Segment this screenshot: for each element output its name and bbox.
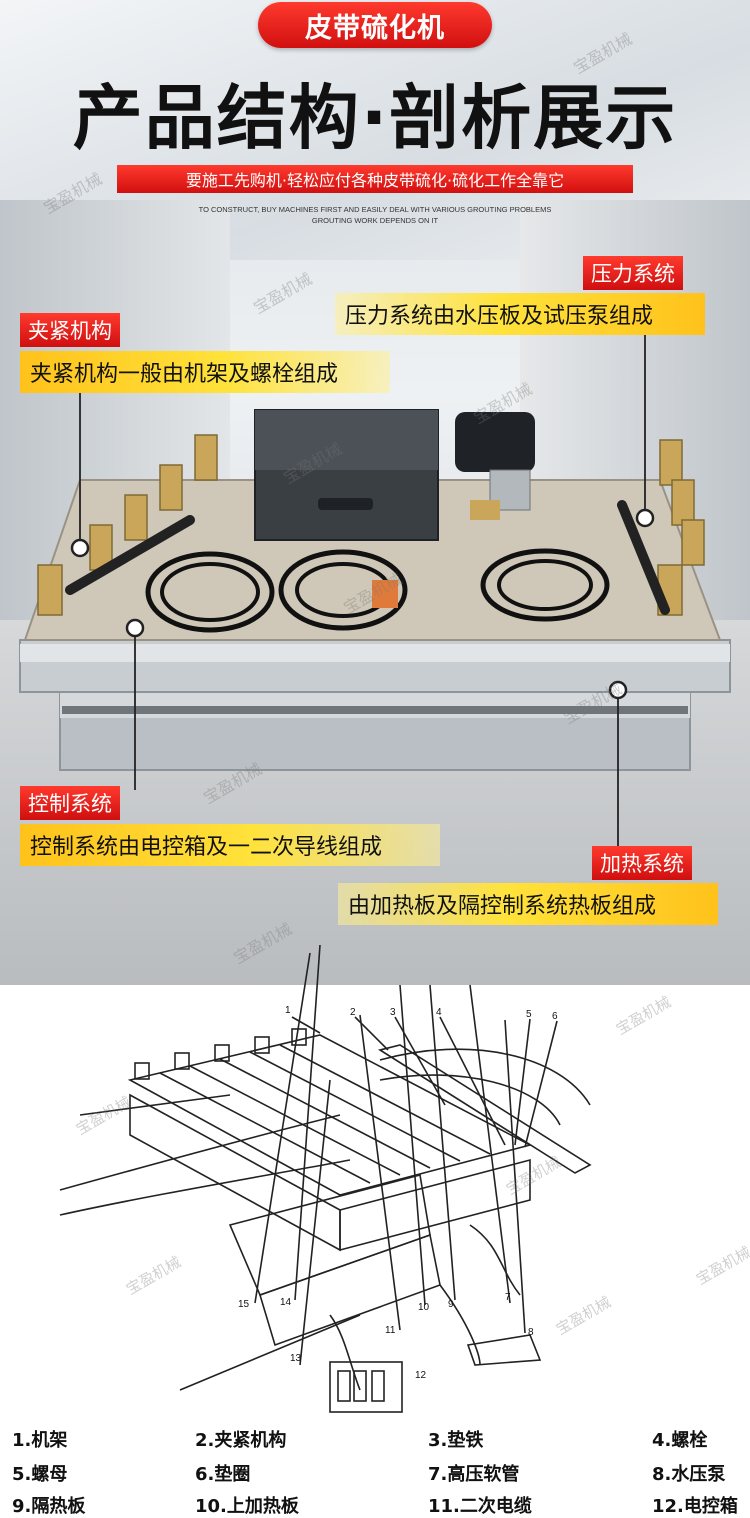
- clamp-mechanism-desc: 夹紧机构一般由机架及螺栓组成: [20, 351, 390, 393]
- vulcanizer-machine-illustration: [19, 332, 731, 850]
- watermark: 宝盈机械: [503, 1153, 564, 1199]
- legend-item: 9.隔热板: [12, 1496, 86, 1517]
- diagram-number-1: 1: [285, 1005, 291, 1016]
- watermark: 宝盈机械: [693, 1243, 750, 1289]
- diagram-number-15: 15: [238, 1299, 250, 1310]
- diagram-number-13: 13: [290, 1353, 302, 1364]
- legend-item: 10.上加热板: [195, 1496, 299, 1517]
- diagram-number-4: 4: [436, 1007, 442, 1018]
- diagram-number-2: 2: [350, 1007, 356, 1018]
- diagram-number-11: 11: [385, 1325, 396, 1336]
- legend-item: 5.螺母: [12, 1464, 68, 1485]
- watermark: 宝盈机械: [73, 1093, 134, 1139]
- page-title: 产品结构·剖析展示: [72, 77, 678, 159]
- watermark: 宝盈机械: [553, 1293, 614, 1339]
- diagram-number-5: 5: [526, 1009, 532, 1020]
- legend-item: 6.垫圈: [195, 1464, 251, 1485]
- parts-legend: 1.机架 2.夹紧机构 3.垫铁 4.螺栓 5.螺母 6.垫圈 7.高压软管 8…: [0, 1418, 750, 1517]
- right-bolt-group: [657, 439, 705, 616]
- heating-system-tag: 加热系统: [592, 846, 692, 880]
- diagram-number-7: 7: [505, 1292, 511, 1303]
- hero-section: 皮带硫化机 产品结构·剖析展示 要施工先购机·轻松应付各种皮带硫化·硫化工作全靠…: [0, 0, 750, 985]
- legend-item: 3.垫铁: [428, 1430, 484, 1451]
- diagram-number-3: 3: [390, 1007, 396, 1018]
- product-name-pill: 皮带硫化机: [258, 2, 492, 48]
- left-bolt-group: [37, 434, 218, 616]
- watermark: 宝盈机械: [613, 993, 674, 1039]
- legend-item: 12.电控箱: [652, 1496, 738, 1517]
- subtitle-banner: 要施工先购机·轻松应付各种皮带硫化·硫化工作全靠它: [117, 165, 633, 193]
- pressure-system-tag: 压力系统: [583, 256, 683, 290]
- structure-line-diagram: 1 2 3 4 5 6 7 8 9 10 11 12 13 14 15 宝盈机械…: [59, 944, 750, 1413]
- english-caption-1: TO CONSTRUCT, BUY MACHINES FIRST AND EAS…: [198, 205, 552, 214]
- legend-item: 8.水压泵: [652, 1464, 726, 1485]
- legend-item: 4.螺栓: [652, 1430, 708, 1451]
- watermark: 宝盈机械: [123, 1253, 184, 1299]
- legend-item: 7.高压软管: [428, 1464, 520, 1485]
- callout-leader-lines: [79, 332, 646, 850]
- legend-item: 11.二次电缆: [428, 1496, 532, 1517]
- diagram-number-14: 14: [280, 1297, 292, 1308]
- control-system-desc: 控制系统由电控箱及一二次导线组成: [20, 824, 440, 866]
- control-system-tag: 控制系统: [20, 786, 120, 820]
- legend-item: 2.夹紧机构: [195, 1430, 287, 1451]
- clamp-mechanism-tag: 夹紧机构: [20, 313, 120, 347]
- diagram-part-numbers: 1 2 3 4 5 6 7 8 9 10 11 12 13 14 15: [238, 1005, 558, 1381]
- diagram-number-8: 8: [528, 1327, 534, 1338]
- callout-anchor-dots: [70, 508, 655, 700]
- diagram-number-10: 10: [418, 1302, 430, 1313]
- english-caption-2: GROUTING WORK DEPENDS ON IT: [311, 216, 439, 225]
- heating-system-desc: 由加热板及隔控制系统热板组成: [338, 883, 718, 925]
- diagram-number-9: 9: [448, 1299, 454, 1310]
- diagram-number-6: 6: [552, 1011, 558, 1022]
- legend-item: 1.机架: [12, 1430, 68, 1451]
- pressure-system-desc: 压力系统由水压板及试压泵组成: [335, 293, 705, 335]
- diagram-number-12: 12: [415, 1370, 427, 1381]
